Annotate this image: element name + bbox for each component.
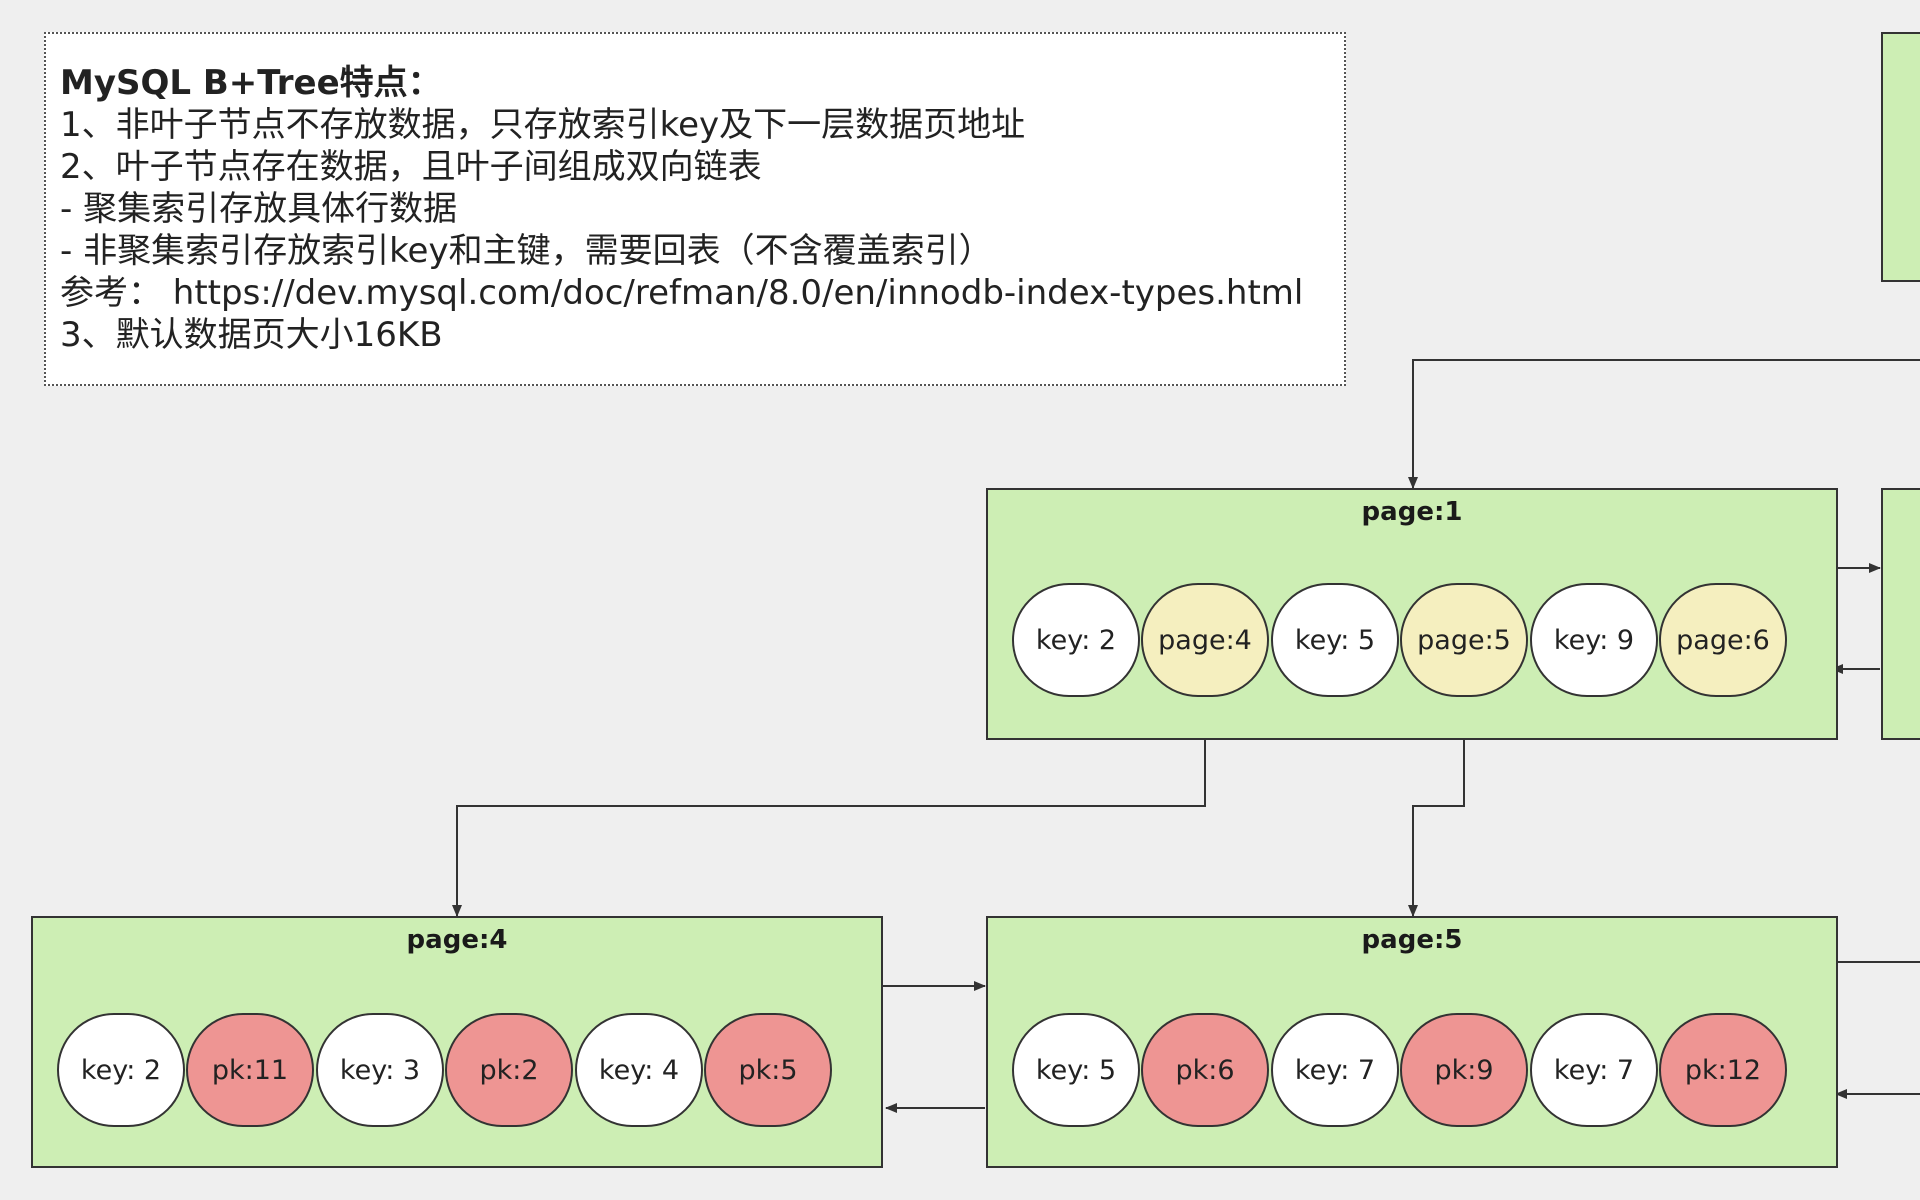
entry-page-pointer: page:4 xyxy=(1141,583,1269,697)
notes-line: 3、默认数据页大小16KB xyxy=(60,315,443,355)
entry-primary-key: pk:5 xyxy=(704,1013,832,1127)
notes-line: - 非聚集索引存放索引key和主键，需要回表（不含覆盖索引） xyxy=(60,231,993,271)
entry-key: key: 2 xyxy=(57,1013,185,1127)
page-node-page4: page:4 key: 2 pk:11 key: 3 pk:2 key: 4 p… xyxy=(31,916,883,1168)
entry-primary-key: pk:6 xyxy=(1141,1013,1269,1127)
entry-key: key: 4 xyxy=(575,1013,703,1127)
page-node-page1: page:1 key: 2 page:4 key: 5 page:5 key: … xyxy=(986,488,1838,740)
entry-primary-key: pk:9 xyxy=(1400,1013,1528,1127)
page-title: page:1 xyxy=(1361,497,1463,527)
entry-key: key: 5 xyxy=(1012,1013,1140,1127)
entry-key: key: 7 xyxy=(1530,1013,1658,1127)
page-title: page:4 xyxy=(406,925,508,955)
entry-primary-key: pk:12 xyxy=(1659,1013,1787,1127)
entry-key: key: 9 xyxy=(1530,583,1658,697)
entry-key: key: 2 xyxy=(1012,583,1140,697)
notes-title: MySQL B+Tree特点： xyxy=(60,63,442,103)
notes-line: 参考： https://dev.mysql.com/doc/refman/8.0… xyxy=(60,273,1304,313)
entry-primary-key: pk:11 xyxy=(186,1013,314,1127)
notes-line: 2、叶子节点存在数据，且叶子间组成双向链表 xyxy=(60,147,762,187)
page-node-page5: page:5 key: 5 pk:6 key: 7 pk:9 key: 7 pk… xyxy=(986,916,1838,1168)
notes-line: - 聚集索引存放具体行数据 xyxy=(60,189,458,229)
entry-key: key: 5 xyxy=(1271,583,1399,697)
entry-key: key: 7 xyxy=(1271,1013,1399,1127)
page-title: page:5 xyxy=(1361,925,1463,955)
entry-key: key: 3 xyxy=(316,1013,444,1127)
entry-page-pointer: page:6 xyxy=(1659,583,1787,697)
entry-page-pointer: page:5 xyxy=(1400,583,1528,697)
entry-primary-key: pk:2 xyxy=(445,1013,573,1127)
page6-partial xyxy=(1881,488,1920,740)
notes-line: 1、非叶子节点不存放数据，只存放索引key及下一层数据页地址 xyxy=(60,105,1026,145)
root-to-page1-connector xyxy=(1408,359,1920,489)
root-page-partial xyxy=(1881,32,1920,282)
notes-box: MySQL B+Tree特点： 1、非叶子节点不存放数据，只存放索引key及下一… xyxy=(44,32,1346,386)
